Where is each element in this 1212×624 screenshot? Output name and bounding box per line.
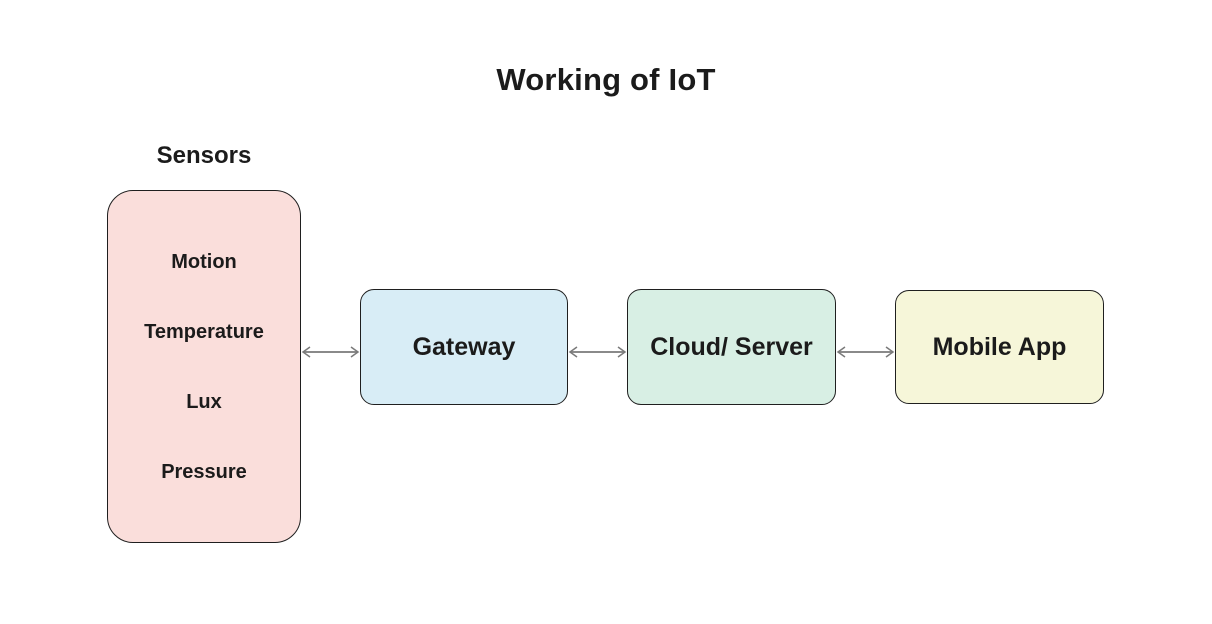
sensor-item-pressure: Pressure (161, 460, 247, 483)
sensors-node[interactable]: Motion Temperature Lux Pressure (107, 190, 301, 543)
diagram-title: Working of IoT (496, 62, 716, 97)
mobile-app-node[interactable]: Mobile App (895, 290, 1104, 404)
sensors-group-label: Sensors (156, 142, 252, 169)
arrow-gateway-cloud-icon (568, 346, 627, 358)
sensor-item-temperature: Temperature (144, 320, 264, 343)
gateway-label: Gateway (412, 332, 516, 361)
cloud-server-node[interactable]: Cloud/ Server (627, 289, 836, 405)
cloud-server-label: Cloud/ Server (650, 332, 813, 361)
mobile-app-label: Mobile App (932, 332, 1067, 361)
sensor-item-motion: Motion (171, 250, 237, 273)
arrow-sensors-gateway-icon (301, 346, 360, 358)
sensor-item-lux: Lux (186, 390, 222, 413)
arrow-cloud-mobile-icon (836, 346, 895, 358)
gateway-node[interactable]: Gateway (360, 289, 568, 405)
